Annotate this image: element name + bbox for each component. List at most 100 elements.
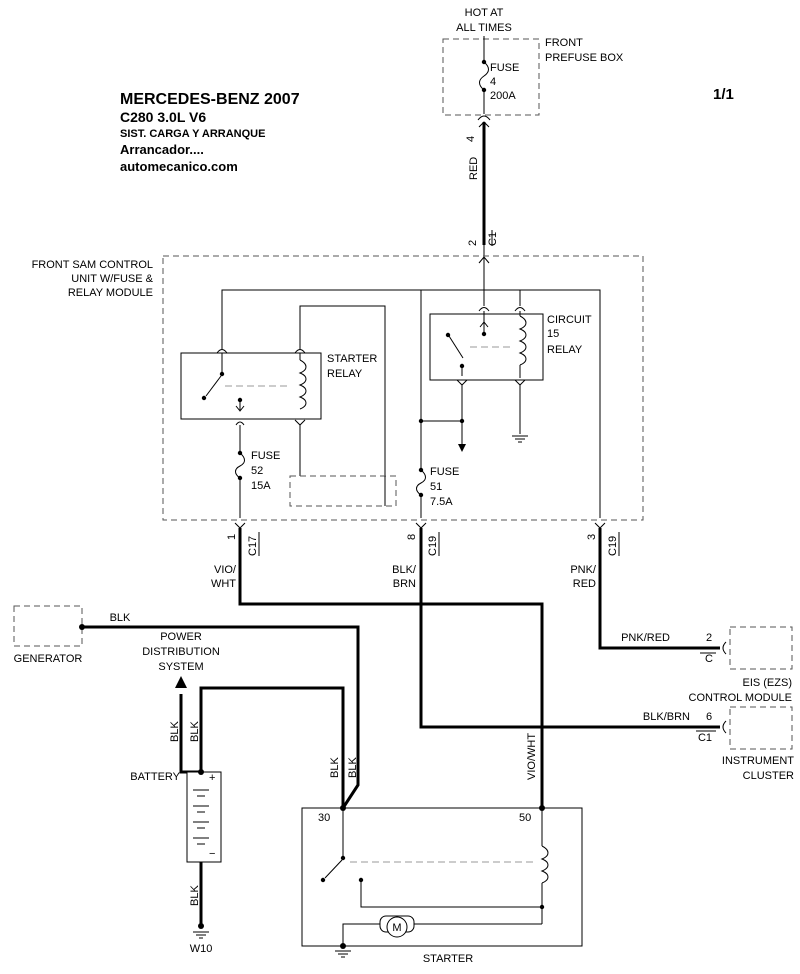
hot-label-line1: HOT AT xyxy=(465,7,504,19)
c1-pin-number: 2 xyxy=(467,240,479,246)
fuse-51-number: 51 xyxy=(430,481,442,493)
pnk-red-wire xyxy=(598,528,720,650)
prefuse-connector-symbol xyxy=(477,115,491,121)
cluster-connector: C1 xyxy=(698,732,712,744)
vio-wht-vertical-label: VIO/WHT xyxy=(526,733,538,780)
circuit-relay-coil xyxy=(518,315,527,366)
vio-wht-label-2: WHT xyxy=(211,578,236,590)
battery-minus: − xyxy=(209,848,215,860)
generator-blk-wire xyxy=(82,625,360,809)
c19-8-name: C19 xyxy=(427,536,439,556)
battery-blk-wire xyxy=(199,686,345,808)
fuse-52-symbol xyxy=(235,452,245,479)
battery-label: BATTERY xyxy=(130,771,180,783)
power-dist-label-2: DISTRIBUTION xyxy=(142,646,220,658)
eis-label-2: CONTROL MODULE xyxy=(689,692,793,704)
blk-label-batt: BLK xyxy=(189,721,201,742)
header-website: automecanico.com xyxy=(120,159,238,174)
cluster-label-1: INSTRUMENT xyxy=(722,755,794,767)
cluster-label-2: CLUSTER xyxy=(743,770,794,782)
front-sam-label-3: RELAY MODULE xyxy=(68,287,153,299)
generator-box xyxy=(13,605,83,647)
pnk-red-label-1: PNK/ xyxy=(570,564,597,576)
c19-3-name: C19 xyxy=(607,536,619,556)
header-subsystem: Arrancador.... xyxy=(120,142,204,157)
starter-terminal-30: 30 xyxy=(318,812,330,824)
power-dist-label-1: POWER xyxy=(160,631,202,643)
front-sam-outline xyxy=(162,255,644,521)
fuse-52-label: FUSE xyxy=(251,450,280,462)
cluster-pin: 6 xyxy=(706,711,712,723)
front-sam-label-1: FRONT SAM CONTROL xyxy=(32,259,153,271)
c19-3-connector-symbol xyxy=(594,522,606,529)
starter-label: STARTER xyxy=(423,953,473,965)
prefuse-box-label-2: PREFUSE BOX xyxy=(545,52,624,64)
hot-label-line2: ALL TIMES xyxy=(456,22,512,34)
fuse-4-symbol xyxy=(479,61,489,91)
fuse-52-rating: 15A xyxy=(251,480,271,492)
battery-symbol xyxy=(186,771,222,863)
eis-label-1: EIS (EZS) xyxy=(742,677,792,689)
starter-relay-lower-box xyxy=(289,475,397,507)
fuse-4-label: FUSE xyxy=(490,62,519,74)
pnk-red-label-2: RED xyxy=(573,578,596,590)
starter-motor-label: M xyxy=(392,922,401,934)
header-system: SIST. CARGA Y ARRANQUE xyxy=(120,128,265,140)
prefuse-box-outline xyxy=(442,38,540,116)
header-make-year: MERCEDES-BENZ 2007 xyxy=(120,91,300,108)
page-number: 1/1 xyxy=(713,86,734,103)
starter-solenoid-switch xyxy=(324,859,343,879)
blk-label-starter-2: BLK xyxy=(347,757,359,778)
generator-label: GENERATOR xyxy=(14,653,83,665)
starter-outline xyxy=(301,807,583,947)
eis-pin: 2 xyxy=(706,632,712,644)
fuse-52-number: 52 xyxy=(251,465,263,477)
circuit-relay-switch xyxy=(448,335,464,359)
blk-label-pd: BLK xyxy=(169,721,181,742)
fuse-4-rating: 200A xyxy=(490,90,516,102)
c19-8-pin: 8 xyxy=(406,534,418,540)
starter-relay-label-2: RELAY xyxy=(327,368,363,380)
battery-plus: + xyxy=(209,772,215,784)
circuit-relay-label-1: CIRCUIT xyxy=(547,314,592,326)
c17-pin: 1 xyxy=(226,534,238,540)
starter-relay-switch xyxy=(205,375,222,397)
power-dist-label-3: SYSTEM xyxy=(158,661,203,673)
instrument-cluster-box xyxy=(729,706,793,750)
blk-brn-wire xyxy=(419,528,720,729)
fuse-51-symbol xyxy=(416,469,426,496)
vio-wht-wire xyxy=(238,528,544,808)
starter-solenoid-coil xyxy=(540,845,549,884)
c17-connector-symbol xyxy=(234,522,246,529)
eis-connector: C xyxy=(705,653,713,665)
red-wire-label: RED xyxy=(468,157,480,180)
fuse-51-label: FUSE xyxy=(430,466,459,478)
blk-brn-label-1: BLK/ xyxy=(392,564,417,576)
fuse-51-rating: 7.5A xyxy=(430,496,453,508)
starter-relay-label-1: STARTER xyxy=(327,353,377,365)
c19-8-connector-symbol xyxy=(415,522,427,529)
eis-module-box xyxy=(729,626,793,670)
header-model: C280 3.0L V6 xyxy=(120,109,206,125)
vio-wht-label-1: VIO/ xyxy=(214,564,237,576)
c1-connector-name: C1 xyxy=(487,232,499,246)
c19-3-pin: 3 xyxy=(586,534,598,540)
prefuse-box-label-1: FRONT xyxy=(545,37,583,49)
starter-relay-coil xyxy=(298,359,307,410)
sam-top-bus xyxy=(221,289,422,470)
circuit-relay-label-3: RELAY xyxy=(547,344,583,356)
generator-wire-label: BLK xyxy=(110,612,131,624)
starter-terminal-50: 50 xyxy=(519,812,531,824)
c17-name: C17 xyxy=(247,536,259,556)
blk-brn-h-label: BLK/BRN xyxy=(643,711,690,723)
blk-label-starter-1: BLK xyxy=(329,757,341,778)
fuse-4-number: 4 xyxy=(490,76,496,88)
front-sam-label-2: UNIT W/FUSE & xyxy=(71,273,153,285)
starter-motor-symbol xyxy=(386,916,408,938)
pnk-red-h-label: PNK/RED xyxy=(621,632,670,644)
ground-w10-label: W10 xyxy=(190,943,213,955)
blk-label-ground: BLK xyxy=(189,885,201,906)
power-distribution-arrow xyxy=(175,676,187,688)
prefuse-pin-number: 4 xyxy=(465,136,477,142)
